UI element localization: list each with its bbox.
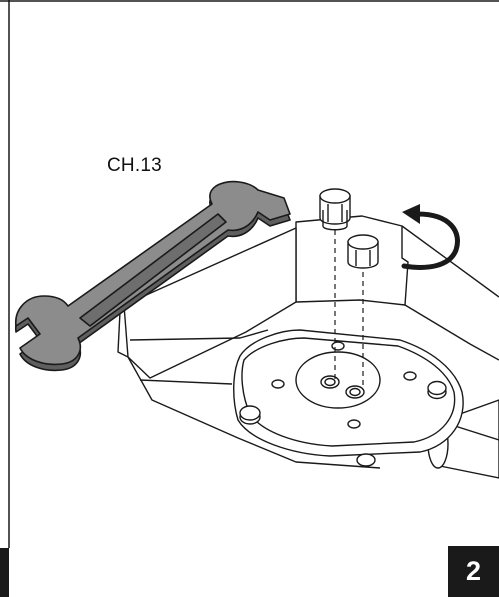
fixing-hole-3	[271, 379, 285, 389]
fixing-hole-1	[331, 341, 345, 351]
machine-body	[117, 215, 499, 479]
tool-size-label: CH.13	[107, 155, 162, 176]
plug-back	[319, 188, 351, 231]
bolt-left	[239, 405, 261, 425]
plug-front	[347, 234, 379, 269]
open-end-wrench-icon	[15, 180, 291, 372]
corner-tab	[0, 548, 9, 597]
alignment-lines	[334, 230, 364, 390]
bolt-bottom	[356, 453, 376, 467]
counterclockwise-rotation-arrow-icon	[401, 204, 460, 270]
arm-lower-2	[117, 311, 129, 358]
page-number-badge: 2	[448, 546, 499, 597]
arm-lower	[127, 356, 381, 469]
bolt-right	[427, 380, 447, 400]
fixing-hole-4	[347, 419, 361, 429]
plate-edge-right-2	[404, 304, 499, 361]
arm-beam-line-2	[139, 379, 233, 385]
boss-hole-2-inner	[349, 387, 361, 397]
boss-hole-1-inner	[324, 377, 336, 387]
arm-beam-line	[129, 329, 269, 341]
fixing-hole-2	[403, 371, 417, 381]
